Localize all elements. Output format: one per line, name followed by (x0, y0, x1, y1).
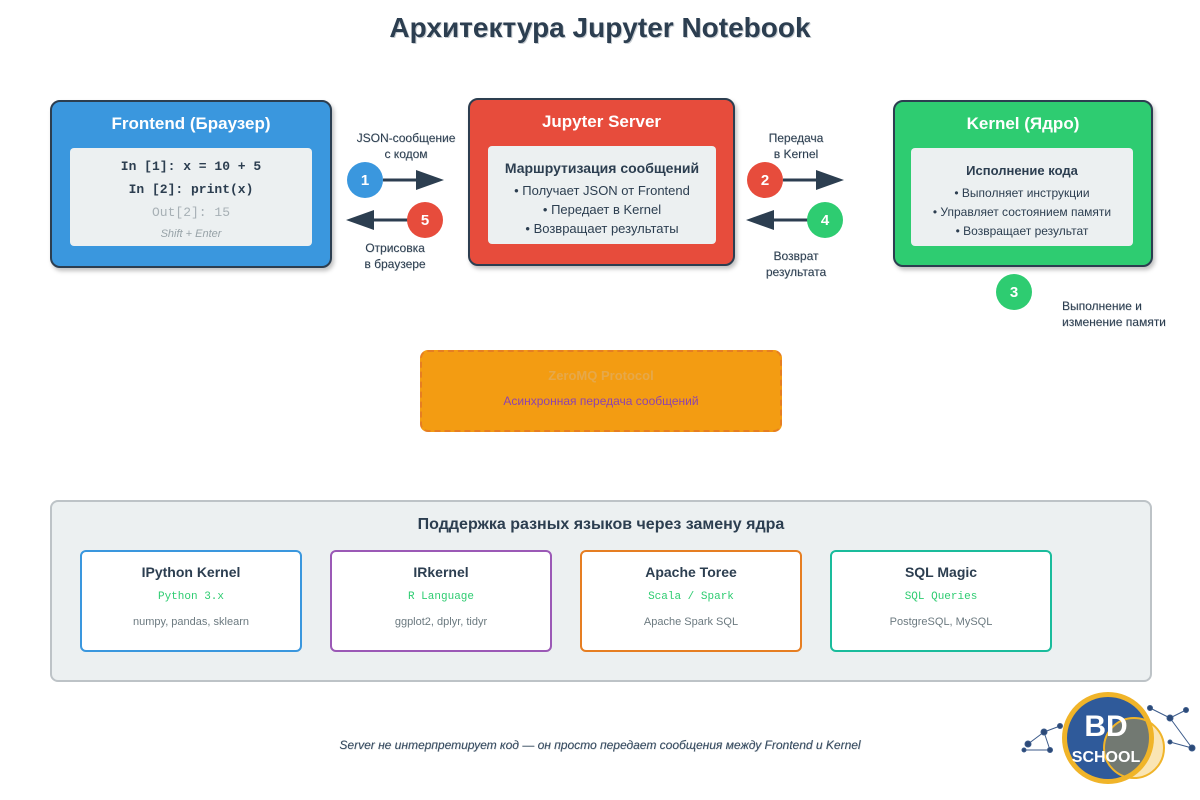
kernel-box: Kernel (Ядро) Исполнение кода • Выполняе… (893, 100, 1153, 267)
code-line-2: In [2]: print(x) (128, 182, 254, 197)
kernel-card-libs: Apache Spark SQL (643, 616, 739, 628)
code-output: Out[2]: 15 (151, 205, 230, 220)
svg-text:BD: BD (1084, 710, 1127, 743)
step-3-badge: 3 (996, 274, 1032, 310)
arrow-right-2 (783, 170, 844, 190)
server-bullet-2: • Передает в Kernel (542, 202, 662, 217)
kernel-card-libs: numpy, pandas, sklearn (133, 616, 249, 628)
server-box: Jupyter Server Маршрутизация сообщений •… (468, 98, 735, 266)
step-2-badge: 2 (747, 162, 783, 198)
kernel-card-language: Scala / Spark (648, 591, 734, 603)
kernel-card-language: R Language (407, 591, 474, 603)
step-5-badge: 5 (407, 202, 443, 238)
languages-title: Поддержка разных языков через замену ядр… (417, 516, 785, 533)
kernel-card-libs: ggplot2, dplyr, tidyr (394, 616, 488, 628)
kernel-title: Kernel (Ядро) (966, 114, 1080, 133)
server-inner-title: Маршрутизация сообщений (504, 160, 700, 176)
arrow-left-4 (746, 210, 808, 230)
arrow-left-5 (346, 210, 408, 230)
server-bullet-1: • Получает JSON от Frontend (514, 183, 690, 198)
kernel-bullet-3: • Возвращает результат (955, 224, 1089, 238)
page-title: Архитектура Jupyter Notebook (389, 12, 811, 43)
kernel-card-name: SQL Magic (904, 564, 978, 580)
server-title: Jupyter Server (541, 112, 662, 131)
step-4-badge: 4 (807, 202, 843, 238)
kernel-card-language: SQL Queries (904, 591, 978, 603)
code-cell: In [1]: x = 10 + 5 In [2]: print(x) Out[… (70, 148, 312, 246)
kernel-inner: Исполнение кода • Выполняет инструкции •… (911, 148, 1133, 246)
frontend-title: Frontend (Браузер) (111, 114, 271, 133)
server-inner: Маршрутизация сообщений • Получает JSON … (488, 146, 716, 244)
code-line-1: In [1]: x = 10 + 5 (120, 159, 262, 174)
kernel-card-toree: Apache Toree Scala / Spark Apache Spark … (580, 550, 802, 652)
bd-school-logo-icon: BD SCHOOL (1021, 692, 1196, 784)
server-bullet-3: • Возвращает результаты (525, 221, 679, 236)
zeromq-box: ZeroMQ Protocol Асинхронная передача соо… (420, 350, 782, 432)
kernel-card-name: Apache Toree (645, 564, 737, 580)
kernel-card-ipython: IPython Kernel Python 3.x numpy, pandas,… (80, 550, 302, 652)
kernel-card-libs: PostgreSQL, MySQL (889, 616, 993, 628)
kernel-card-name: IPython Kernel (141, 564, 241, 580)
arrow-right-1 (383, 170, 444, 190)
kernel-card-irkernel: IRkernel R Language ggplot2, dplyr, tidy… (330, 550, 552, 652)
svg-text:SCHOOL: SCHOOL (1072, 749, 1141, 766)
step-1-badge: 1 (347, 162, 383, 198)
kernel-card-name: IRkernel (413, 564, 469, 580)
kernel-bullet-1: • Выполняет инструкции (954, 186, 1090, 200)
kernel-bullet-2: • Управляет состоянием памяти (932, 205, 1112, 219)
zeromq-subtitle: Асинхронная передача сообщений (503, 394, 699, 408)
shortcut-hint: Shift + Enter (160, 228, 222, 240)
kernel-inner-title: Исполнение кода (966, 163, 1078, 178)
zeromq-title: ZeroMQ Protocol (548, 368, 654, 383)
languages-panel: Поддержка разных языков через замену ядр… (50, 500, 1152, 682)
kernel-card-sql: SQL Magic SQL Queries PostgreSQL, MySQL (830, 550, 1052, 652)
frontend-box: Frontend (Браузер) In [1]: x = 10 + 5 In… (50, 100, 332, 268)
footer-note: Server не интерпретирует код — он просто… (339, 738, 861, 752)
kernel-card-language: Python 3.x (157, 591, 224, 603)
